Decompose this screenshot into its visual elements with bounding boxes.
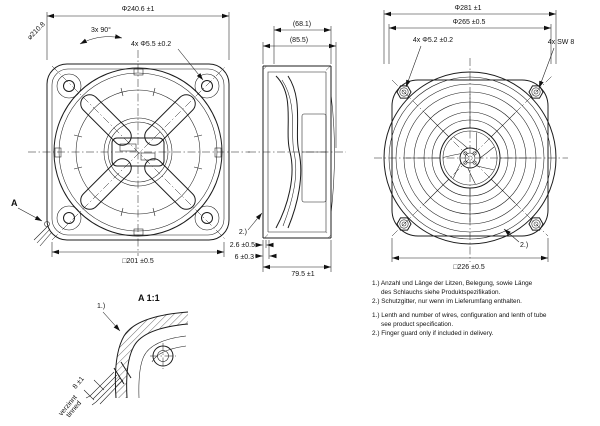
front-dimensions: Φ281 ±1 Φ265 ±0.5 4x Φ5.2 ±0.2 4x SW 8 □… — [383, 5, 575, 271]
ref-detail-wires: 1.) — [97, 303, 105, 310]
note-de-2: des Schlauchs siehe Produktspezifikation… — [381, 289, 501, 296]
dim-rear-pitch-dia: ⌀210.8 — [26, 21, 46, 41]
side-view: (68.1) (85.5) 2.) 2.6 ±0.5 6 ±0.3 79.5 ±… — [230, 21, 346, 278]
rear-edge-tabs — [54, 68, 222, 236]
ref-front-guard: 2.) — [520, 242, 528, 249]
note-de-1: 1.) Anzahl und Länge der Litzen, Belegun… — [372, 280, 533, 287]
detail-corner — [114, 311, 189, 399]
dim-front-holes: 4x Φ5.2 ±0.2 — [413, 37, 453, 44]
detail-dimensions: 1.) 8 ±1 verzinnt tinned — [58, 303, 121, 422]
note-en-3: 2.) Finger guard only if included in del… — [372, 330, 494, 337]
dim-rear-hole-angle: 3x 90° — [91, 26, 111, 34]
finger-guard — [395, 83, 545, 233]
dim-side-depth-total: 79.5 ±1 — [291, 271, 314, 278]
front-outer-ring — [383, 71, 557, 245]
rear-mounting-holes — [56, 73, 220, 231]
dim-tinned-length: 8 ±1 — [72, 376, 86, 391]
side-dimensions: (68.1) (85.5) 2.) 2.6 ±0.5 6 ±0.3 79.5 ±… — [230, 21, 337, 278]
rear-struts — [80, 94, 196, 210]
dim-side-depth-outer: (85.5) — [290, 37, 308, 44]
front-view: Φ281 ±1 Φ265 ±0.5 4x Φ5.2 ±0.2 4x SW 8 □… — [374, 5, 574, 271]
ref-side-guard: 2.) — [239, 229, 247, 236]
note-de-3: 2.) Schutzgitter, nur wenn im Lieferumfa… — [372, 298, 522, 305]
label-tinned: verzinnt tinned — [58, 393, 86, 422]
rear-hub-plate — [111, 137, 165, 167]
detail-view: A 1:1 1.) 8 ±1 — [58, 293, 189, 422]
motor-outline — [301, 113, 327, 203]
dim-side-step-small: 2.6 ±0.5 — [230, 242, 255, 249]
wire-exit — [33, 221, 53, 247]
rear-dimensions: Φ240.6 ±1 ⌀210.8 3x 90° 4x Φ5.5 ±0.2 □20… — [11, 6, 230, 265]
dim-side-depth-inner: (68.1) — [293, 21, 311, 28]
impeller-hub — [459, 147, 481, 169]
note-en-1: 1.) Lenth and number of wires, configura… — [372, 312, 547, 319]
side-outline — [262, 65, 335, 239]
dim-rear-square: □201 ±0.5 — [122, 258, 154, 265]
rear-outer-frame — [46, 63, 230, 241]
dim-front-nut: 4x SW 8 — [548, 39, 575, 46]
note-en-2: see product specification. — [381, 321, 453, 328]
detail-wires — [85, 361, 132, 406]
dim-front-square: □226 ±0.5 — [453, 264, 485, 271]
front-frame — [391, 79, 549, 237]
guard-dome-profile — [330, 93, 335, 215]
notes-block: 1.) Anzahl und Länge der Litzen, Belegun… — [372, 280, 547, 337]
detail-ref-label: A — [11, 198, 18, 208]
rear-view: Φ240.6 ±1 ⌀210.8 3x 90° 4x Φ5.5 ±0.2 □20… — [11, 6, 250, 265]
dim-rear-holes: 4x Φ5.5 ±0.2 — [131, 41, 171, 48]
side-impeller-profile — [275, 75, 327, 229]
dim-rear-overall-dia: Φ240.6 ±1 — [122, 6, 155, 13]
rear-venturi — [53, 67, 223, 237]
dim-front-overall-dia: Φ281 ±1 — [455, 5, 482, 12]
dim-side-step-large: 6 ±0.3 — [235, 254, 255, 261]
dim-front-ring-dia: Φ265 ±0.5 — [453, 19, 486, 26]
impeller — [439, 127, 501, 189]
detail-title: A 1:1 — [138, 293, 160, 303]
tick-marks — [73, 87, 203, 217]
